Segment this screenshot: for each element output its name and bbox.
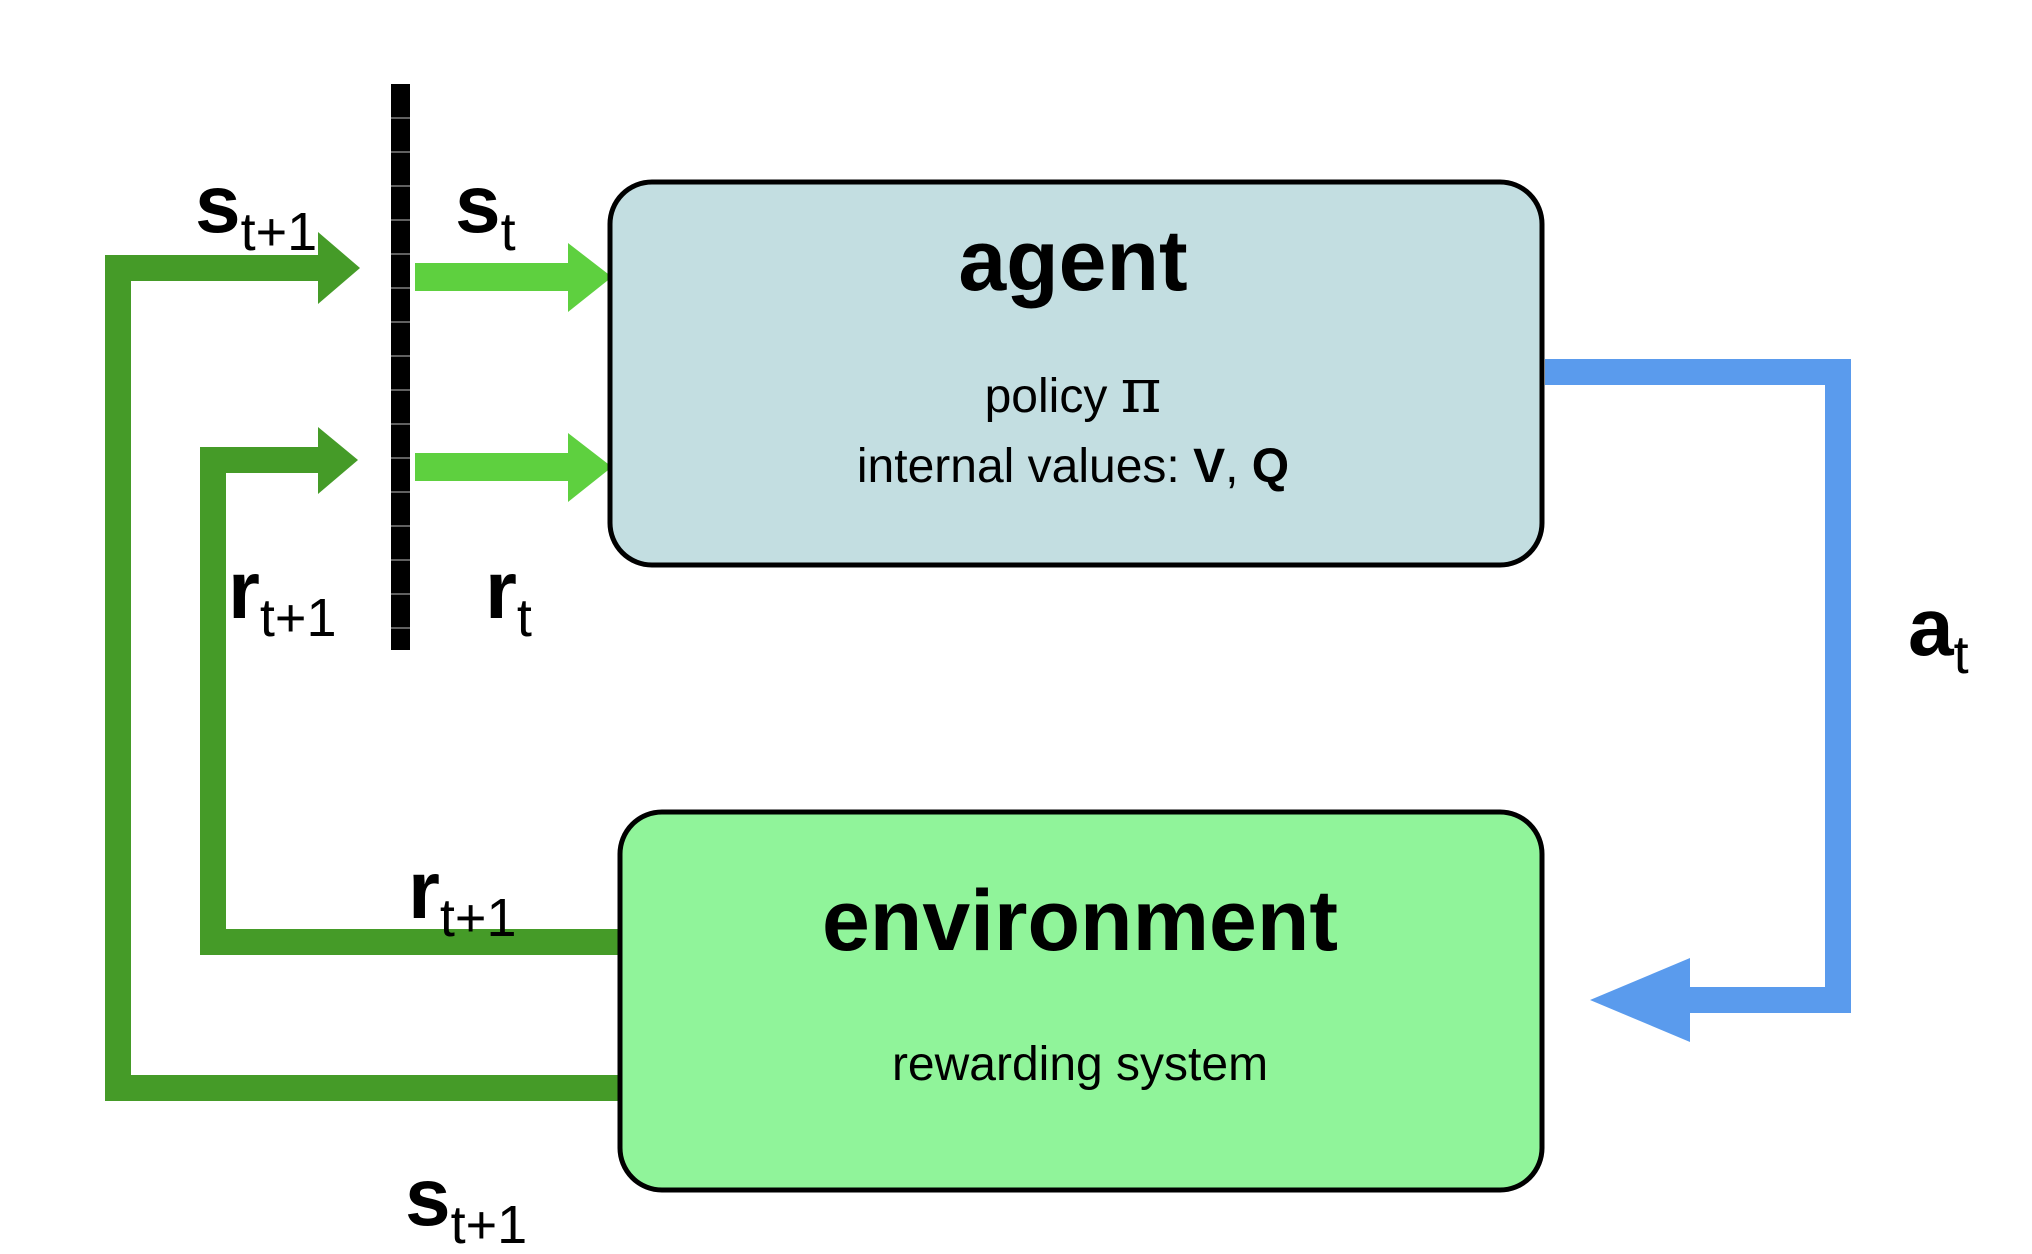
state-feedback-path bbox=[105, 232, 620, 1101]
reward-input-arrow bbox=[415, 433, 612, 502]
state-feedback-arrowhead bbox=[318, 232, 360, 304]
action-path-line bbox=[1545, 359, 1851, 1013]
agent-internal-values-prefix: internal values: bbox=[857, 440, 1193, 493]
label-action-current: at bbox=[1908, 582, 1969, 685]
state-input-arrow bbox=[415, 243, 612, 312]
label-reward-current: rt bbox=[485, 545, 532, 648]
label-state-next-top: st+1 bbox=[195, 159, 317, 262]
agent-value-q: Q bbox=[1252, 440, 1289, 493]
agent-internal-values-line: internal values: V, Q bbox=[857, 440, 1289, 493]
action-arrowhead bbox=[1590, 958, 1690, 1042]
agent-values-separator: , bbox=[1225, 440, 1252, 493]
environment-subtitle: rewarding system bbox=[892, 1038, 1268, 1091]
environment-title: environment bbox=[822, 873, 1338, 969]
reward-feedback-line bbox=[200, 447, 620, 955]
environment-box[interactable]: environment rewarding system bbox=[617, 809, 1545, 1193]
action-path bbox=[1545, 359, 1851, 1042]
agent-box[interactable]: agent policy π internal values: V, Q bbox=[607, 179, 1545, 568]
state-input-arrowhead bbox=[568, 243, 612, 312]
reward-feedback-path bbox=[200, 427, 620, 955]
agent-policy-line: policy π bbox=[985, 354, 1162, 427]
reward-input-arrow-shaft bbox=[415, 453, 578, 481]
time-step-delay-bar-icon bbox=[391, 84, 410, 650]
label-reward-next-left: rt+1 bbox=[228, 545, 337, 648]
agent-value-v: V bbox=[1193, 440, 1225, 493]
agent-title: agent bbox=[958, 213, 1187, 309]
environment-box-shape bbox=[617, 809, 1545, 1193]
reward-input-arrowhead bbox=[568, 433, 612, 502]
pi-symbol-icon: π bbox=[1121, 354, 1162, 427]
agent-box-shape bbox=[607, 179, 1545, 568]
label-state-next-env: st+1 bbox=[405, 1152, 527, 1254]
label-reward-next-env: rt+1 bbox=[408, 845, 517, 948]
state-input-arrow-shaft bbox=[415, 263, 578, 291]
state-feedback-line bbox=[105, 255, 620, 1101]
agent-policy-prefix: policy bbox=[985, 370, 1121, 423]
label-state-current: st bbox=[455, 159, 516, 262]
reward-feedback-arrowhead bbox=[318, 427, 358, 494]
